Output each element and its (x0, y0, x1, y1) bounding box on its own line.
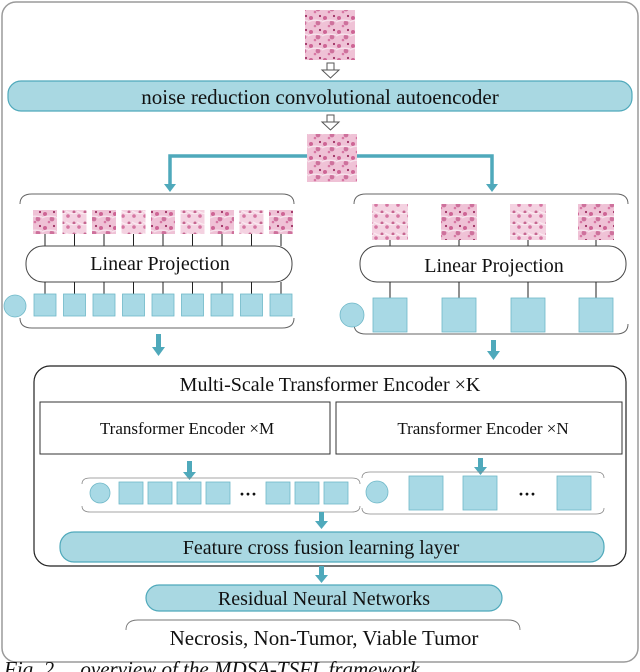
image-patch-large (578, 204, 614, 240)
linear-projection-left-label: Linear Projection (90, 253, 229, 275)
image-patch-small (33, 210, 57, 234)
image-patch-small (269, 210, 293, 234)
left-small-patches (33, 210, 293, 246)
patch-token (441, 297, 477, 333)
image-patch-large (372, 204, 408, 240)
output-bracket (125, 619, 521, 631)
left-branch-bracket-bottom (19, 317, 295, 329)
image-patch-small (210, 210, 234, 234)
patch-token (510, 297, 546, 333)
multiscale-encoder-label: Multi-Scale Transformer Encoder ×K (180, 374, 481, 396)
patch-token (92, 293, 116, 317)
fusion-arrow (315, 512, 328, 529)
denoised-image-patch (307, 134, 357, 182)
right-branch-bracket-bottom (353, 323, 629, 335)
output-token-bracket-bottom (361, 507, 605, 515)
output-token-bracket (361, 471, 605, 479)
linear-projection-right (359, 245, 627, 283)
right-large-patches (372, 204, 614, 246)
transformer-encoder-n-label: Transformer Encoder ×N (397, 419, 568, 438)
patch-token (240, 293, 263, 317)
patch-token (372, 297, 408, 333)
output-token-bracket (81, 477, 361, 485)
left-output-tokens (89, 481, 349, 505)
ellipsis-left: ··· (239, 484, 257, 504)
multiscale-encoder-frame (33, 365, 627, 567)
resnet-bar (145, 584, 503, 612)
autoencoder-label: noise reduction convolutional autoencode… (141, 85, 498, 109)
patch-token (210, 293, 234, 317)
image-patch-small (180, 210, 205, 234)
patch-token (33, 293, 57, 317)
ellipsis-right: ··· (518, 484, 536, 504)
left-branch-bracket (19, 193, 295, 205)
output-token-bracket-bottom (81, 505, 361, 513)
image-patch-small (92, 210, 116, 234)
image-patch-small (239, 210, 264, 234)
class-token (3, 294, 27, 318)
patch-token (151, 293, 175, 317)
fusion-layer-label: Feature cross fusion learning layer (183, 537, 460, 559)
patch-token (122, 293, 145, 317)
autoencoder-bar (7, 80, 633, 112)
image-patch-small (62, 210, 87, 234)
resnet-label: Residual Neural Networks (218, 588, 430, 610)
hollow-arrow-down (320, 114, 341, 131)
resnet-arrow (315, 566, 328, 583)
encoder-output-arrows (183, 458, 487, 480)
hollow-arrow-down (320, 62, 341, 79)
patch-token (578, 297, 614, 333)
linear-projection-left (25, 245, 293, 283)
linear-projection-right-label: Linear Projection (424, 255, 563, 277)
right-token-row (339, 282, 614, 333)
output-classes: Necrosis, Non-Tumor, Viable Tumor (170, 626, 479, 650)
image-patch-large (510, 204, 546, 240)
class-token (339, 302, 365, 328)
split-connector (168, 154, 494, 186)
image-patch-small (151, 210, 175, 234)
fusion-layer-bar (59, 531, 605, 563)
transformer-encoder-n-box (335, 401, 623, 455)
figure-caption-fragment: Fig. 2 ... overview of the MDSA-TSFL fra… (3, 657, 420, 672)
branch-arrows (152, 334, 500, 360)
image-patch-large (441, 204, 477, 240)
right-output-tokens (365, 475, 592, 511)
transformer-encoder-m-box (39, 401, 331, 455)
image-patch-small (121, 210, 146, 234)
arrow-head (164, 184, 176, 192)
left-token-row (3, 282, 293, 318)
patch-token (181, 293, 204, 317)
transformer-encoder-m-label: Transformer Encoder ×M (100, 419, 274, 438)
patch-token (63, 293, 86, 317)
arrow-head (486, 184, 498, 192)
input-image-patch (305, 10, 355, 60)
right-branch-bracket (353, 193, 629, 205)
patch-token (269, 293, 293, 317)
